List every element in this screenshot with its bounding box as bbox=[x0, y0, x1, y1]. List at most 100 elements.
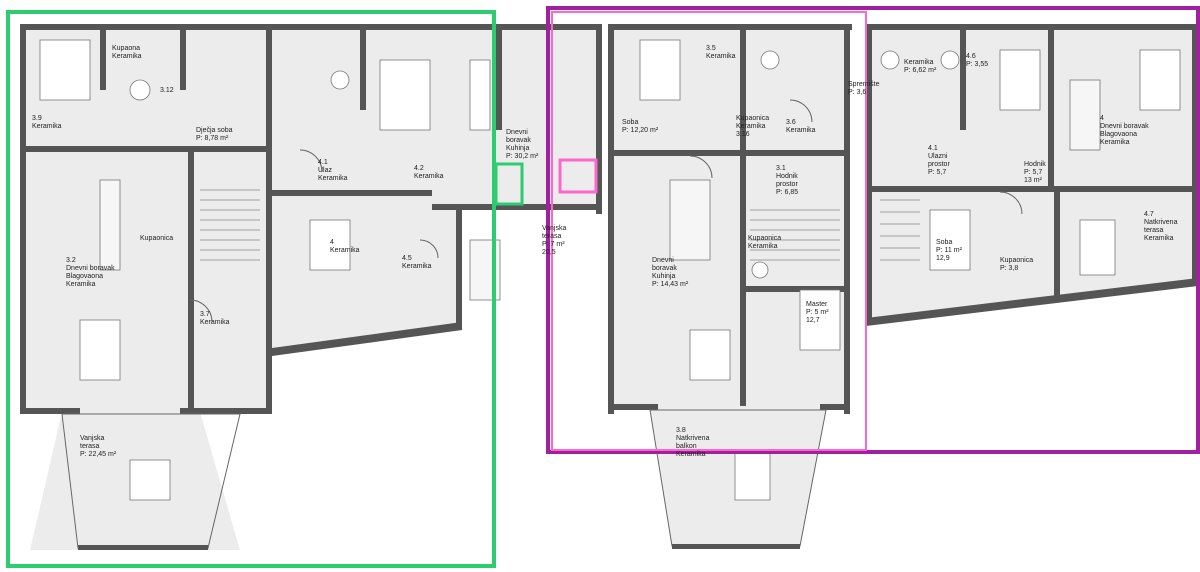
purple-unit-outline bbox=[546, 6, 1200, 454]
room-label-line: P: 3,8 bbox=[1000, 265, 1018, 272]
room-label-line: P: 14,43 m² bbox=[652, 281, 689, 288]
room-label-line: 4.7 bbox=[1144, 211, 1154, 218]
room-label-line: 3.9 bbox=[32, 115, 42, 122]
room-label-line: 4 bbox=[1100, 115, 1104, 122]
room-label-line: Ulaz bbox=[318, 167, 333, 174]
room-label-line: Keramika bbox=[330, 247, 360, 254]
room-label-line: P: 5 m² bbox=[806, 309, 829, 316]
room-label-line: Spremište bbox=[848, 81, 880, 88]
room-label-line: boravak bbox=[652, 265, 677, 272]
room-label-line: P: 30,2 m² bbox=[506, 153, 539, 160]
green-unit-outline bbox=[6, 10, 496, 568]
room-label-line: Blagovaona bbox=[1100, 131, 1137, 138]
pink-small-box bbox=[558, 158, 598, 194]
room-label-line: Keramika bbox=[402, 263, 432, 270]
room-label-line: P: 6,85 bbox=[776, 189, 798, 196]
room-label-line: Blagovaona bbox=[66, 273, 103, 280]
room-label-line: Hodnik bbox=[776, 173, 798, 180]
room-label-line: Keramika bbox=[706, 53, 736, 60]
room-label-line: 3.5 bbox=[706, 45, 716, 52]
room-label-line: terasa bbox=[542, 233, 562, 240]
room-label-line: P: 12,20 m² bbox=[622, 127, 659, 134]
room-label-line: Kupaonica bbox=[1000, 257, 1033, 264]
room-label-line: Keramika bbox=[786, 127, 816, 134]
room-label-line: P: 5,7 bbox=[928, 169, 946, 176]
room-label-line: P: 6,62 m² bbox=[904, 67, 937, 74]
room-label-line: balkon bbox=[676, 443, 697, 450]
room-label-line: Keramika bbox=[318, 175, 348, 182]
green-small-box bbox=[494, 162, 524, 206]
plan-b bbox=[608, 24, 852, 549]
room-label-line: 4.1 bbox=[318, 159, 328, 166]
room-label-line: Kupaonica bbox=[748, 235, 781, 242]
room-label-line: 3.7 bbox=[200, 311, 210, 318]
room-label-line: P: 3,6 bbox=[848, 89, 866, 96]
room-label-line: 12,7 bbox=[806, 317, 820, 324]
room-label-line: Natkrivena bbox=[676, 435, 710, 442]
pink-unit-outline bbox=[551, 11, 867, 451]
room-label-line: 20,5 bbox=[542, 249, 556, 256]
room-label-line: P: 5,7 bbox=[1024, 169, 1042, 176]
room-label-line: Kupaonica bbox=[140, 235, 173, 242]
plan-c bbox=[866, 24, 1198, 326]
room-label-line: Soba bbox=[622, 119, 638, 126]
room-label-line: P: 11 m² bbox=[936, 247, 963, 254]
room-label-line: P: 3,55 bbox=[966, 61, 988, 68]
room-label-line: 3.8 bbox=[676, 427, 686, 434]
room-label-line: Dječja soba bbox=[196, 127, 233, 134]
room-label-line: Keramika bbox=[904, 59, 934, 66]
room-label-line: 3.2 bbox=[66, 257, 76, 264]
room-label-line: Vanjska bbox=[80, 435, 104, 442]
room-label-line: Dnevni bbox=[652, 257, 674, 264]
room-label-line: Dnevni boravak bbox=[1100, 123, 1149, 130]
room-label-line: terasa bbox=[1144, 227, 1164, 234]
room-label-line: prostor bbox=[776, 181, 798, 188]
room-label-line: Hodnik bbox=[1024, 161, 1046, 168]
room-label: Kupaonica bbox=[140, 235, 173, 242]
room-label-line: Keramika bbox=[200, 319, 230, 326]
room-label-line: Dnevni boravak bbox=[66, 265, 115, 272]
room-label-line: Natkrivena bbox=[1144, 219, 1178, 226]
room-label-line: 13 m² bbox=[1024, 177, 1043, 184]
room-label-line: Keramika bbox=[676, 451, 706, 458]
room-label-line: 3.12 bbox=[160, 87, 174, 94]
room-label-line: Keramika bbox=[736, 123, 766, 130]
room-label-line: P: 8,78 m² bbox=[196, 135, 229, 142]
room-label-line: Keramika bbox=[112, 53, 142, 60]
room-label-line: Keramika bbox=[748, 243, 778, 250]
room-label-line: Keramika bbox=[1144, 235, 1174, 242]
room-label-line: 4.5 bbox=[402, 255, 412, 262]
room-label-line: Kupaonica bbox=[736, 115, 769, 122]
plan-a-floor bbox=[20, 28, 272, 550]
room-label-line: Keramika bbox=[1100, 139, 1130, 146]
room-label-line: 4.6 bbox=[966, 53, 976, 60]
room-label-line: 12,9 bbox=[936, 255, 950, 262]
room-label-line: terasa bbox=[80, 443, 100, 450]
room-label-line: 4 bbox=[330, 239, 334, 246]
